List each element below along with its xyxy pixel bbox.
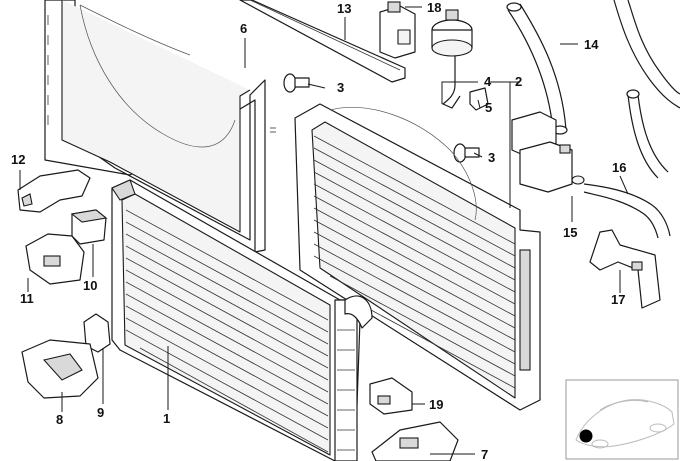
car-outline-icon [575, 399, 675, 449]
clip-5-part [469, 87, 489, 111]
callout-1: 1 [163, 411, 170, 426]
expansion-rivet-lower [453, 143, 480, 163]
main-radiator-fins [125, 209, 329, 453]
callout-7: 7 [481, 447, 488, 461]
rear-radiator-part [294, 103, 541, 411]
callout-11: 11 [20, 291, 34, 306]
callout-2: 2 [515, 74, 522, 89]
callout-14: 14 [584, 37, 599, 52]
support-11-part [25, 233, 85, 285]
coolant-pipes [613, 0, 680, 179]
fan-shroud-part [44, 0, 276, 253]
callout-13: 13 [337, 1, 351, 16]
callout-6: 6 [240, 21, 247, 36]
block-10-part [70, 209, 108, 245]
main-radiator-part [111, 179, 373, 461]
vacuum-unit-part [431, 9, 473, 109]
relay-switch-part [379, 1, 416, 59]
rear-radiator-fins [313, 135, 516, 389]
callout-12: 12 [11, 152, 25, 167]
car-locator-inset [565, 379, 679, 460]
callout-17: 17 [611, 292, 625, 307]
callout-4: 4 [484, 74, 492, 89]
side-tank-ribs [337, 329, 355, 451]
bracket-17-part [589, 229, 661, 309]
seal-strip-part [239, 0, 406, 83]
callout-18: 18 [427, 0, 441, 15]
callout-19: 19 [429, 397, 443, 412]
hose-16-part [583, 183, 671, 239]
callout-8: 8 [56, 412, 63, 427]
support-7-part [371, 421, 459, 461]
bracket-19-part [369, 377, 413, 415]
callout-3-lower: 3 [488, 150, 495, 165]
solenoid-valve-part [511, 111, 585, 193]
location-marker-icon [579, 429, 593, 443]
inset-frame [565, 379, 679, 460]
bracket-12-part [17, 169, 91, 213]
callout-labels: 1 2 3 3 4 5 6 7 8 9 10 11 12 13 14 15 16… [11, 0, 626, 461]
expansion-rivet-upper [283, 73, 310, 93]
leader-lines [19, 6, 629, 455]
support-8-part [21, 339, 99, 399]
callout-9: 9 [97, 405, 104, 420]
callout-15: 15 [563, 225, 577, 240]
callout-16: 16 [612, 160, 626, 175]
callout-10: 10 [83, 278, 97, 293]
callout-3-upper: 3 [337, 80, 344, 95]
callout-5: 5 [485, 100, 492, 115]
